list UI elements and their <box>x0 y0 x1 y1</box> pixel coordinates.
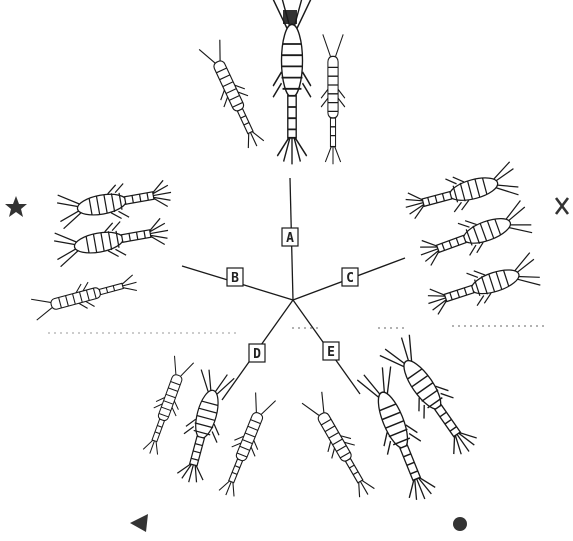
copepod-e1 <box>300 391 379 501</box>
copepod-d3 <box>214 392 277 500</box>
group-b-copepods <box>31 176 174 322</box>
star-symbol <box>5 196 27 217</box>
copepod-a3 <box>321 34 345 164</box>
group-c-copepods <box>401 161 542 319</box>
svg-text:B: B <box>231 271 239 286</box>
tree-branches <box>182 178 405 400</box>
copepod-c3 <box>423 252 542 320</box>
copepod-d2 <box>172 368 235 487</box>
triangle-symbol <box>130 514 148 532</box>
circle-symbol <box>453 517 467 531</box>
x-symbol <box>556 198 568 214</box>
branch-label-d: D <box>249 344 265 362</box>
copepod-b3 <box>31 270 140 322</box>
group-a-copepods <box>197 0 344 164</box>
branch-label-b: B <box>227 268 243 286</box>
copepod-d1 <box>139 355 196 457</box>
svg-text:A: A <box>286 231 294 246</box>
copepod-b1 <box>56 176 174 229</box>
dotted-marks <box>48 326 545 333</box>
copepod-c2 <box>415 200 534 271</box>
group-d-copepods <box>139 355 278 500</box>
copepod-c1 <box>401 161 520 224</box>
branch-label-c: C <box>342 268 358 286</box>
copepod-a1 <box>197 39 268 152</box>
branch-label-a: A <box>282 228 298 246</box>
svg-text:E: E <box>327 345 335 360</box>
copepod-a2 <box>273 0 311 164</box>
branch-label-e: E <box>323 342 339 360</box>
svg-text:C: C <box>346 271 354 286</box>
svg-text:D: D <box>253 347 261 362</box>
